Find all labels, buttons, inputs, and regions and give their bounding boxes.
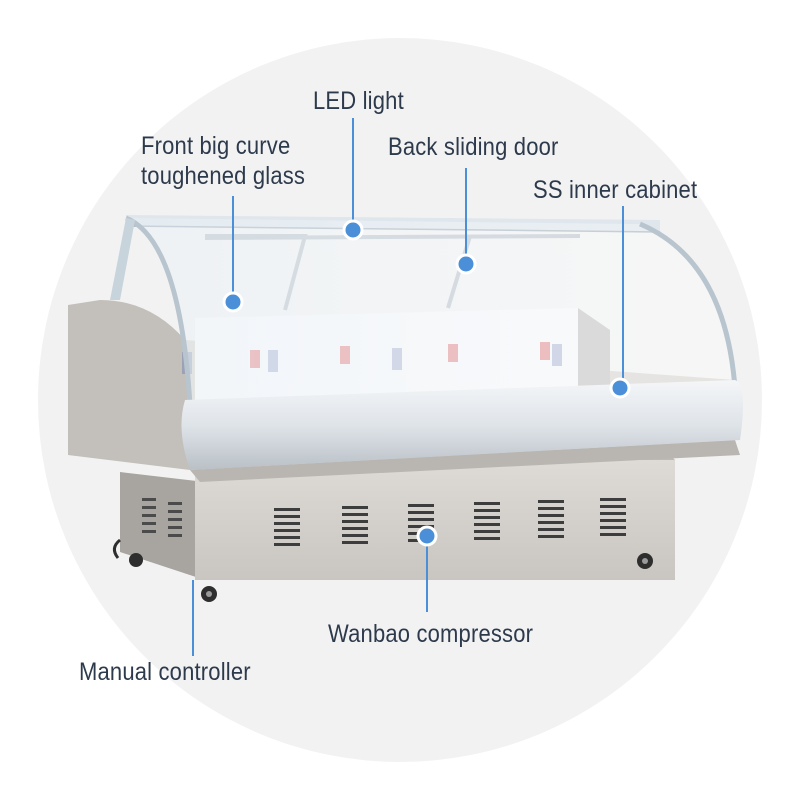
base-cabinet <box>120 450 675 580</box>
callout-front-glass-line1: Front big curve <box>141 132 291 160</box>
compressor-dot <box>416 525 438 547</box>
front-glass-dot <box>222 291 244 313</box>
led-light-dot <box>342 219 364 241</box>
callout-dots <box>222 219 631 547</box>
side-vents <box>142 498 182 537</box>
callout-wanbao-compressor: Wanbao compressor <box>328 620 534 648</box>
callout-led-light: LED light <box>313 87 404 115</box>
callout-front-glass-line2: toughened glass <box>141 162 306 190</box>
callout-back-sliding-door: Back sliding door <box>388 133 559 161</box>
callout-ss-inner-cabinet: SS inner cabinet <box>533 176 698 204</box>
callout-lines <box>192 118 624 656</box>
back-door-dot <box>455 253 477 275</box>
caster-wheels <box>113 538 653 602</box>
callout-manual-controller: Manual controller <box>79 658 251 686</box>
ss-cabinet-dot <box>609 377 631 399</box>
front-rail <box>181 380 744 470</box>
curved-front-glass <box>110 215 738 406</box>
